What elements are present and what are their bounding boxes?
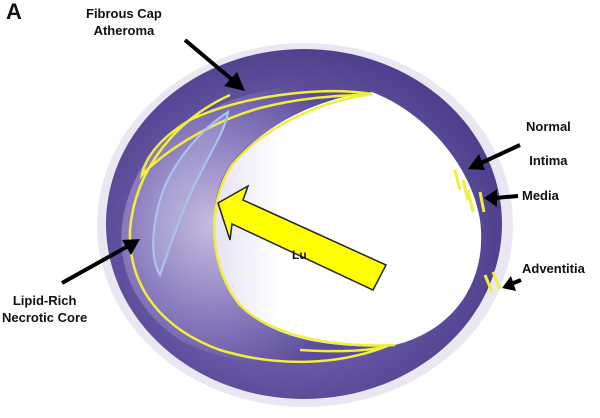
- media-arrow-head: [484, 189, 497, 207]
- intima-arrow-shaft: [478, 143, 521, 166]
- normal-label-line: Normal: [526, 119, 571, 134]
- intima-mark-2: [461, 179, 470, 201]
- lipid-core-label-line2: Necrotic Core: [2, 310, 88, 325]
- plaque-outer-outline: [128, 93, 391, 364]
- adventitia-mark-1: [483, 274, 494, 293]
- lumen-label-fragment: Lu: [292, 248, 307, 262]
- adventitia-label: Adventitia: [522, 261, 585, 276]
- fibrous-cap-label-line2: Atheroma: [93, 23, 155, 38]
- panel-letter: A: [6, 0, 22, 24]
- lipid-core-label: Lipid-Rich Necrotic Core: [2, 292, 87, 326]
- normal-intima-label: Normal Intima: [526, 110, 571, 178]
- plaque-inner-outline: [213, 92, 396, 347]
- fibrous-cap-label: Fibrous Cap Atheroma: [86, 5, 162, 39]
- fibrous-cap-outline: [139, 90, 373, 180]
- intima-label-line: Intima: [529, 153, 568, 168]
- lumen-arrow: [217, 184, 388, 291]
- intima-arrow-head: [468, 154, 485, 170]
- plaque-region: [121, 85, 381, 365]
- media-mark-1: [466, 189, 475, 213]
- media-label: Media: [522, 188, 559, 203]
- lipid-core-arrow-head: [122, 239, 140, 255]
- intima-mark-1: [453, 169, 462, 191]
- adventitia-mark-2: [491, 271, 502, 290]
- annotation-arrows: [61, 38, 522, 291]
- media-arrow-shaft: [494, 194, 519, 200]
- fibrous-cap-arrow-shaft: [183, 38, 238, 85]
- adventitia-arrow-head: [502, 276, 516, 291]
- lumen: [214, 92, 482, 347]
- lipid-core-label-line1: Lipid-Rich: [12, 293, 77, 308]
- lipid-core-outline: [152, 109, 230, 278]
- media-mark-2: [478, 191, 486, 213]
- lipid-core-arrow-shaft: [61, 243, 131, 285]
- fibrous-cap-arrow-head: [224, 72, 245, 91]
- fibrous-cap-label-line1: Fibrous Cap: [86, 6, 162, 21]
